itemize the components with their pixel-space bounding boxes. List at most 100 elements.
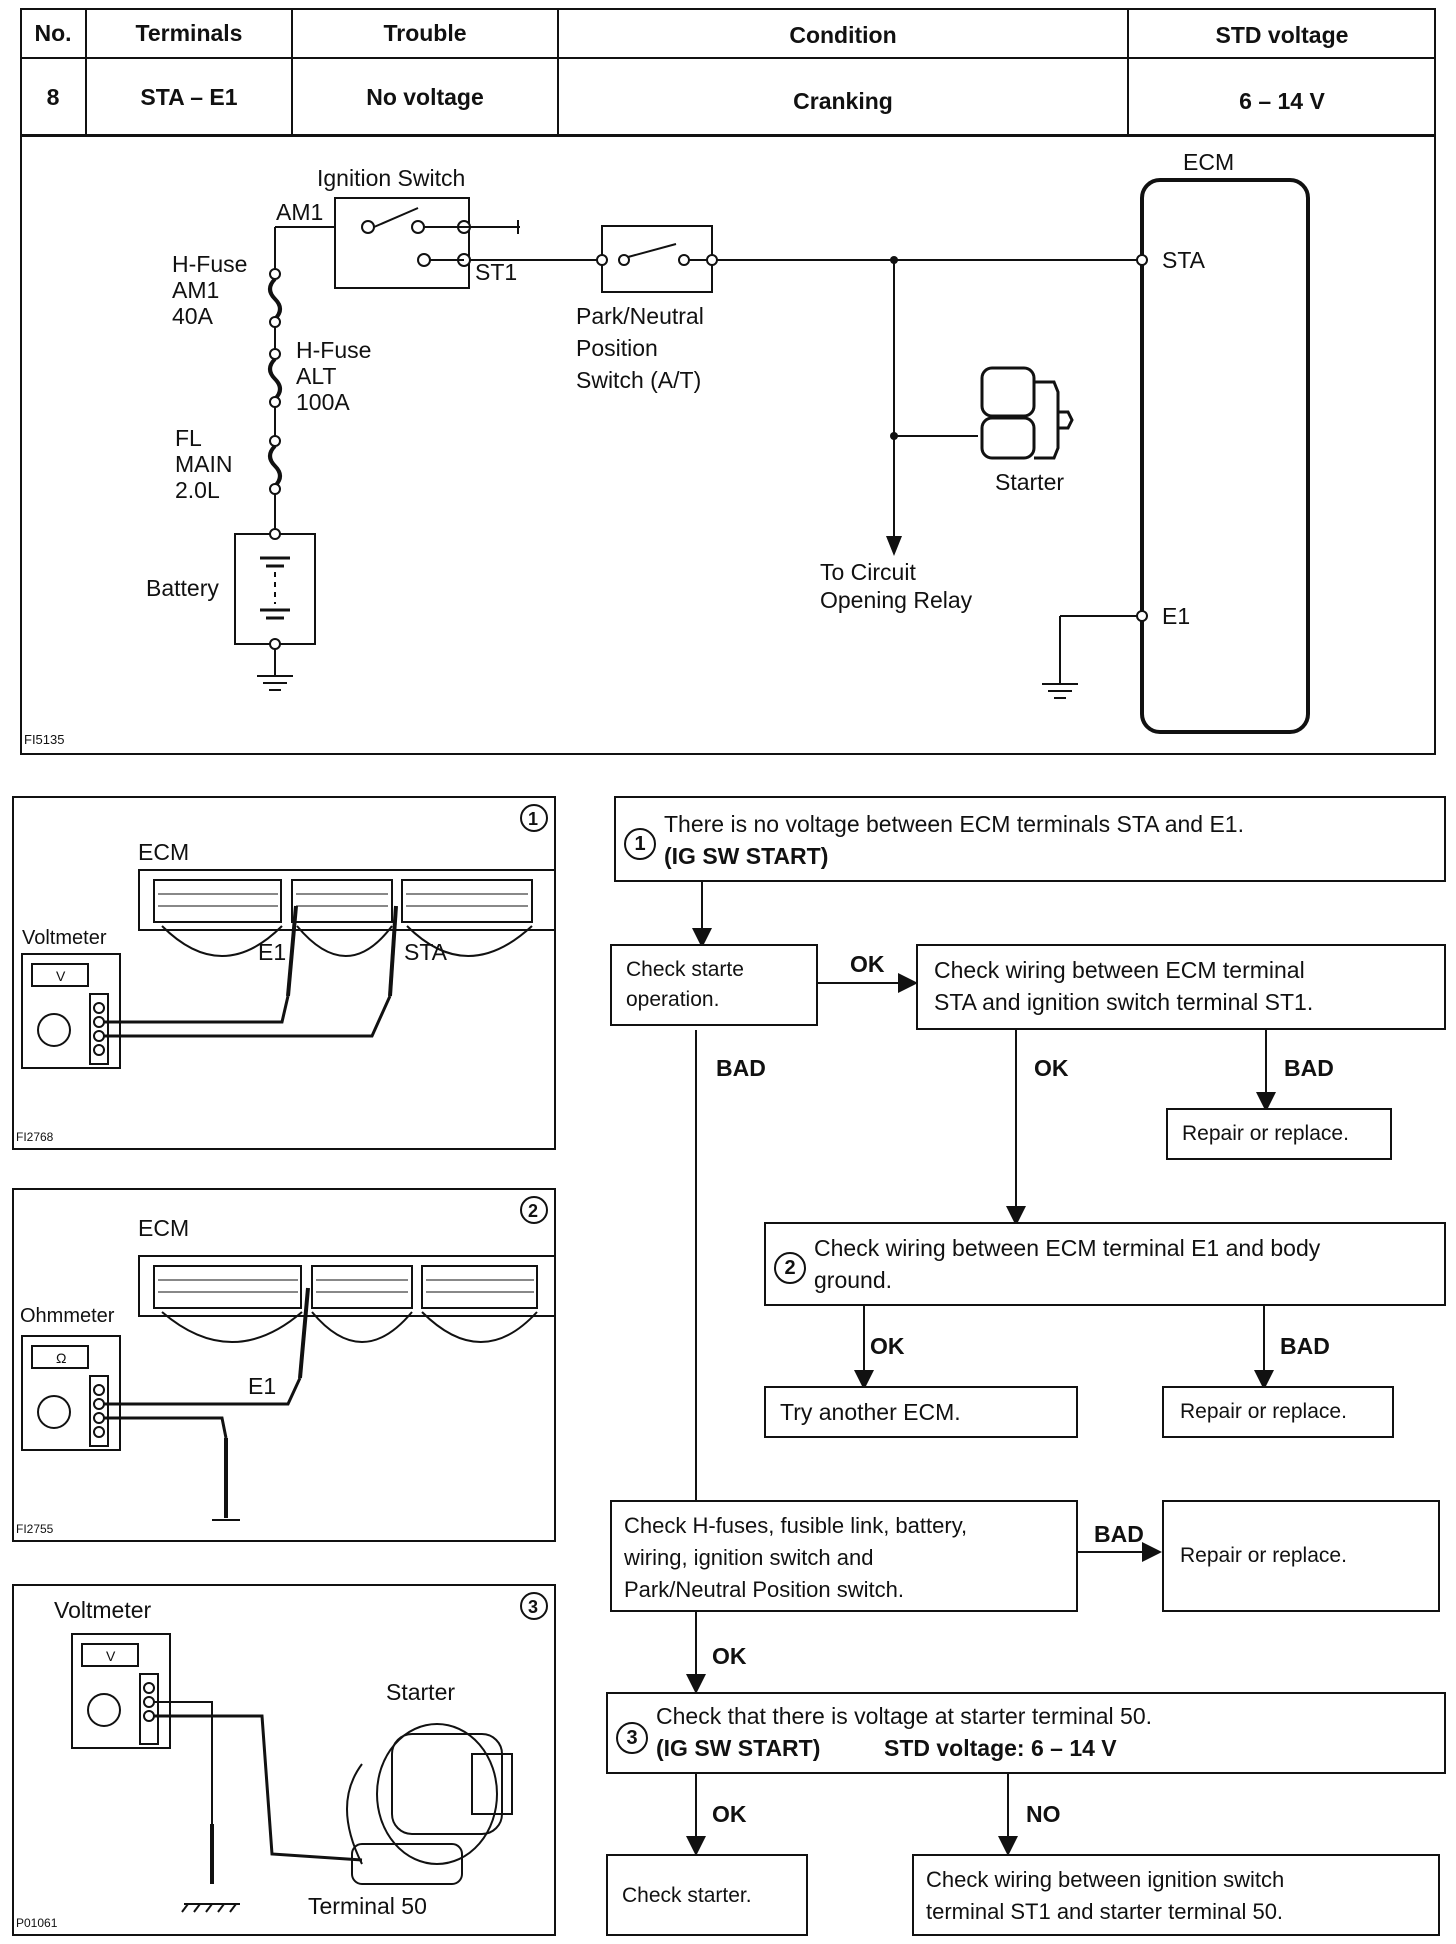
bad-label-3: BAD bbox=[1280, 1333, 1330, 1359]
circuit-wiring bbox=[20, 136, 1436, 755]
flow-step-2 bbox=[764, 1222, 1446, 1306]
panel-1-fig-id: FI2768 bbox=[16, 1130, 54, 1144]
cell-std-voltage: 6 – 14 V bbox=[1239, 88, 1325, 114]
flow-step-2-line2: ground. bbox=[814, 1267, 893, 1293]
panel-1-number: 1 bbox=[528, 809, 538, 829]
panel-2-e1-label: E1 bbox=[248, 1373, 277, 1399]
bad-label-4: BAD bbox=[1094, 1521, 1144, 1547]
header-std-voltage: STD voltage bbox=[1215, 22, 1349, 48]
panel-3-drawing: V 3 bbox=[12, 1584, 556, 1936]
circuit-diagram: Ignition Switch AM1 ST1 H-Fuse AM1 40A H… bbox=[20, 136, 1436, 756]
ok-label-2: OK bbox=[1034, 1055, 1069, 1081]
check-starter-operation bbox=[610, 944, 818, 1026]
hfuse-alt-line2: ALT bbox=[296, 363, 337, 389]
hfuse-am1-line3: 40A bbox=[172, 303, 213, 329]
flow-step-1-line2: (IG SW START) bbox=[664, 843, 829, 869]
ok-label-3: OK bbox=[870, 1333, 905, 1359]
fl-main-line2: MAIN bbox=[175, 451, 233, 477]
flow-step-1-number: 1 bbox=[624, 826, 656, 860]
repair-3-text: Repair or replace. bbox=[1180, 1544, 1347, 1567]
flow-step-2-line1: Check wiring between ECM terminal E1 and… bbox=[814, 1235, 1321, 1261]
check-wiring-st1-line2: terminal ST1 and starter terminal 50. bbox=[926, 1899, 1284, 1924]
sta-label: STA bbox=[1162, 247, 1206, 273]
meter-3-symbol: V bbox=[106, 1648, 116, 1664]
repair-1-text: Repair or replace. bbox=[1182, 1122, 1349, 1145]
check-wiring-sta-st1 bbox=[916, 944, 1446, 1030]
to-relay-line1: To Circuit bbox=[820, 559, 916, 585]
try-another-ecm-text: Try another ECM. bbox=[780, 1399, 961, 1425]
pnp-switch-line1: Park/Neutral bbox=[576, 303, 704, 329]
repair-3 bbox=[1162, 1500, 1440, 1612]
fl-main-line3: 2.0L bbox=[175, 477, 220, 503]
cell-condition: Cranking bbox=[793, 88, 893, 114]
st1-label: ST1 bbox=[475, 259, 518, 285]
hfuse-alt-line3: 100A bbox=[296, 389, 350, 415]
check-starter-operation-line1: Check starte bbox=[626, 958, 744, 981]
panel-3-starter-label: Starter bbox=[386, 1679, 456, 1705]
illustration-panel-3: V 3 Voltmeter Starter Terminal 50 P01061 bbox=[12, 1584, 556, 1936]
illustration-panel-2: Ω 2 ECM Ohmmeter E1 FI2755 bbox=[12, 1188, 556, 1542]
panel-2-ecm-label: ECM bbox=[138, 1215, 190, 1241]
header-terminals: Terminals bbox=[135, 20, 243, 46]
flow-step-1 bbox=[614, 796, 1446, 882]
am1-label: AM1 bbox=[276, 199, 324, 225]
try-another-ecm bbox=[764, 1386, 1078, 1438]
pnp-switch-line3: Switch (A/T) bbox=[576, 367, 702, 393]
flow-step-1-line1: There is no voltage between ECM terminal… bbox=[664, 811, 1244, 837]
check-starter-operation-line2: operation. bbox=[626, 988, 720, 1011]
panel-1-sta-label: STA bbox=[404, 939, 448, 965]
meter-1-symbol: V bbox=[56, 968, 66, 984]
panel-2-drawing: Ω 2 bbox=[12, 1188, 556, 1542]
ignition-switch-label: Ignition Switch bbox=[317, 165, 466, 191]
repair-2 bbox=[1162, 1386, 1394, 1438]
panel-3-terminal-label: Terminal 50 bbox=[308, 1893, 427, 1919]
check-hfuses bbox=[610, 1500, 1078, 1612]
flow-step-2-number: 2 bbox=[774, 1250, 806, 1284]
hfuse-am1-line1: H-Fuse bbox=[172, 251, 248, 277]
check-wiring-sta-line1: Check wiring between ECM terminal bbox=[934, 957, 1305, 983]
spec-table-grid bbox=[20, 8, 1436, 136]
bad-label-2: BAD bbox=[1284, 1055, 1334, 1081]
check-starter-text: Check starter. bbox=[622, 1884, 752, 1907]
fl-main-line1: FL bbox=[175, 425, 202, 451]
cell-terminals: STA – E1 bbox=[140, 84, 238, 110]
check-hfuses-line3: Park/Neutral Position switch. bbox=[624, 1577, 904, 1602]
panel-1-drawing: V 1 bbox=[12, 796, 556, 1150]
ok-label-1: OK bbox=[850, 951, 885, 977]
ok-label-4: OK bbox=[712, 1643, 747, 1669]
flow-step-3-line2b: STD voltage: 6 – 14 V bbox=[884, 1735, 1117, 1761]
check-hfuses-line1: Check H-fuses, fusible link, battery, bbox=[624, 1513, 968, 1538]
panel-1-ecm-label: ECM bbox=[138, 839, 190, 865]
starter-label: Starter bbox=[995, 469, 1065, 495]
ecm-label: ECM bbox=[1183, 149, 1235, 175]
header-condition: Condition bbox=[789, 22, 897, 48]
bad-label-1: BAD bbox=[716, 1055, 766, 1081]
header-trouble: Trouble bbox=[383, 20, 467, 46]
panel-3-number: 3 bbox=[528, 1597, 538, 1617]
meter-2-symbol: Ω bbox=[56, 1350, 66, 1366]
check-starter bbox=[606, 1854, 808, 1936]
e1-label: E1 bbox=[1162, 603, 1191, 629]
check-wiring-sta-line2: STA and ignition switch terminal ST1. bbox=[934, 989, 1314, 1015]
header-no: No. bbox=[34, 20, 72, 46]
panel-1-meter-label: Voltmeter bbox=[22, 927, 107, 949]
check-wiring-st1-line1: Check wiring between ignition switch bbox=[926, 1867, 1285, 1892]
spec-table: No. Terminals Trouble Condition STD volt… bbox=[20, 8, 1436, 136]
to-relay-line2: Opening Relay bbox=[820, 587, 973, 613]
fig-id: FI5135 bbox=[24, 732, 65, 747]
repair-1 bbox=[1166, 1108, 1392, 1160]
flow-step-3-line2a: (IG SW START) bbox=[656, 1735, 821, 1761]
flow-step-3-line1: Check that there is voltage at starter t… bbox=[656, 1703, 1153, 1729]
panel-1-e1-label: E1 bbox=[258, 939, 287, 965]
panel-3-meter-label: Voltmeter bbox=[54, 1597, 152, 1623]
battery-label: Battery bbox=[146, 575, 219, 601]
repair-2-text: Repair or replace. bbox=[1180, 1400, 1347, 1423]
hfuse-alt-line1: H-Fuse bbox=[296, 337, 372, 363]
check-hfuses-line2: wiring, ignition switch and bbox=[624, 1545, 874, 1570]
hfuse-am1-line2: AM1 bbox=[172, 277, 220, 303]
no-label: NO bbox=[1026, 1801, 1061, 1827]
pnp-switch-line2: Position bbox=[576, 335, 658, 361]
panel-3-fig-id: P01061 bbox=[16, 1916, 58, 1930]
flow-step-3-number: 3 bbox=[616, 1720, 648, 1754]
flow-step-3 bbox=[606, 1692, 1446, 1774]
